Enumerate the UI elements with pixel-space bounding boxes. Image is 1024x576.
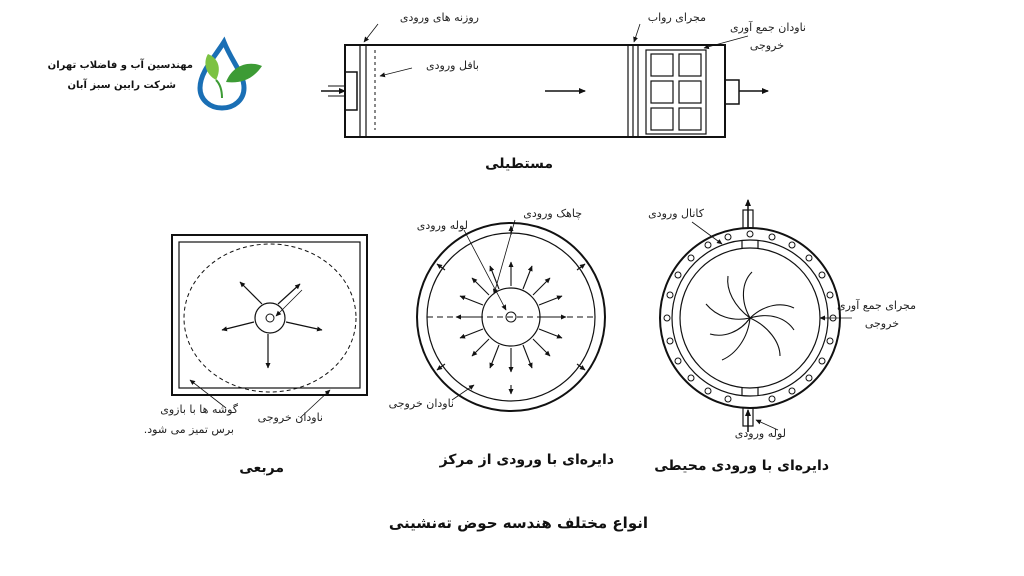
label-scum-channel: مجرای رواب [647,11,706,24]
square-title: مربعی [239,460,284,476]
square-tank [171,234,368,419]
rectangular-tank [321,23,769,138]
leaf-right-icon [226,63,262,83]
label-square-outlet: ناودان خروجی [257,411,323,424]
figure-caption: انواع مختلف هندسه حوض ته‌نشینی [388,514,648,532]
label-peripheral-inlet-pipe: لوله ورودی [734,427,786,440]
rectangular-title: مستطیلی [485,156,553,172]
label-inlet-well: چاهک ورودی [523,207,582,220]
center-feed-circular-tank [416,219,606,412]
leaf-left-icon [205,54,219,80]
radial-flow-arrows [436,225,586,395]
label-outlet: خروجی [749,39,784,52]
label-collection-line1: مجرای جمع آوری [836,299,916,312]
company-logo [197,36,262,111]
peripheral-feed-circular-tank [659,199,852,432]
label-inlet-baffle: بافل ورودی [426,59,479,72]
swirl-flow-petals [705,271,795,361]
label-collection-line2: خروجی [864,317,899,330]
label-outlet-launder: ناودان جمع آوری [729,21,806,34]
label-center-outlet: ناودان خروجی [388,397,454,410]
peripheral-feed-title: دایره‌ای با ورودی محیطی [654,458,829,474]
label-peripheral-channel: کانال ورودی [648,207,704,220]
label-square-corners-line2: برس تمیز می شود. [143,423,234,436]
label-square-corners-line1: گوشه ها با بازوی [160,403,238,416]
label-center-inlet-pipe: لوله ورودی [416,219,468,232]
center-feed-title: دایره‌ای با ورودی از مرکز [439,452,614,468]
label-inlet-orifices: روزنه های ورودی [399,11,479,24]
logo-line-1: مهندسین آب و فاضلاب تهران [47,60,193,71]
channel-ports [663,230,837,403]
logo-line-2: شرکت رابین سبز آبان [67,80,176,91]
